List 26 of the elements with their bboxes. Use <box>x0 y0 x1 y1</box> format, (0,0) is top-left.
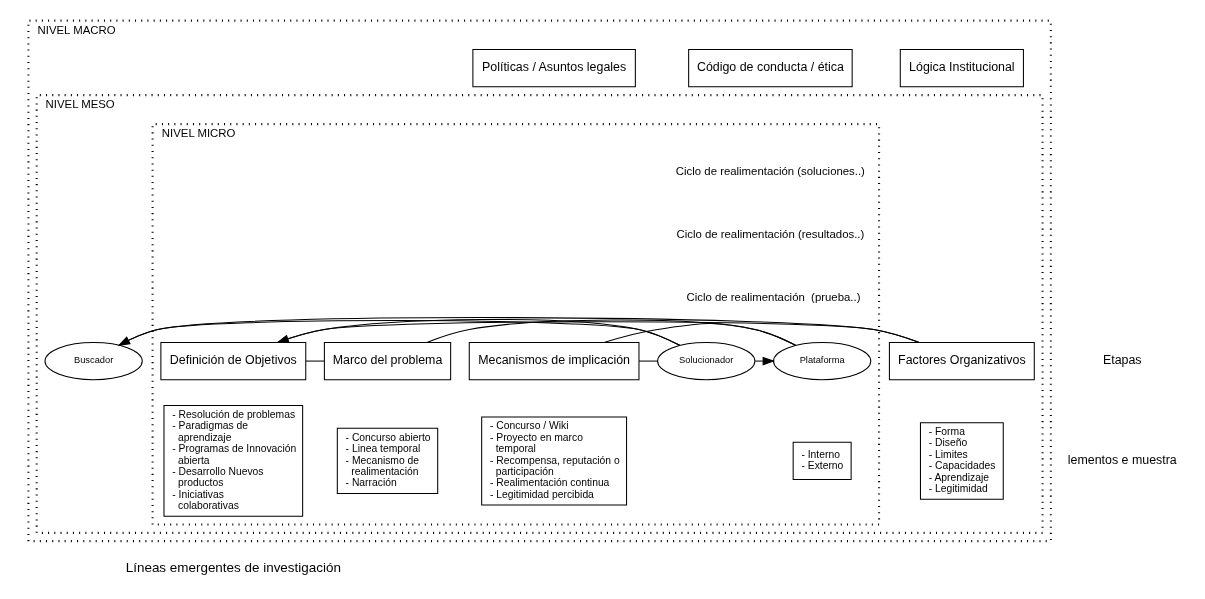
label: lementos e muestra <box>1067 453 1177 468</box>
connector <box>305 360 325 362</box>
node-box: - Concurso abierto - Linea temporal - Mecanismo de realimentación - Narración <box>336 427 439 495</box>
node-box: Código de conducta / ética <box>688 49 853 88</box>
node-box: - Concurso / Wiki - Proyecto en marco temporal - Recompensa, reputación o participación - Realimentación continua - Legitimidad percibida <box>481 416 628 506</box>
label: Ciclo de realimentación (resultados..) <box>676 227 865 240</box>
node-box: - Interno - Externo <box>792 441 852 481</box>
node-box: Mecanismos de implicación <box>468 341 640 381</box>
node-box: Políticas / Asuntos legales <box>472 49 636 88</box>
label: Ciclo de realimentación (prueba..) <box>686 290 861 303</box>
node-box: Definición de Objetivos <box>160 341 307 381</box>
node-box: - Resolución de problemas - Paradigmas de aprendizaje - Programas de Innovación abierta - Desarrollo Nuevos productos - Iniciativas colaborativas <box>163 405 304 517</box>
connector <box>426 319 797 346</box>
label: Líneas emergentes de investigación <box>125 559 341 575</box>
node-ellipse: Buscador <box>44 341 143 381</box>
node-box: Marco del problema <box>323 341 452 381</box>
connector <box>604 323 797 346</box>
connector <box>638 360 658 362</box>
node-ellipse: Solucionador <box>657 341 756 381</box>
node-box: - Forma - Diseño - Limites - Capacidades - Aprendizaje - Legitimidad <box>919 422 1004 500</box>
label: Etapas <box>1102 353 1142 368</box>
node-ellipse: Plataforma <box>773 341 872 381</box>
node-box: Lógica Institucional <box>899 49 1024 88</box>
node-box: Factores Organizativos <box>888 341 1035 381</box>
label: Ciclo de realimentación (soluciones..) <box>675 164 865 177</box>
arrow <box>754 356 776 366</box>
